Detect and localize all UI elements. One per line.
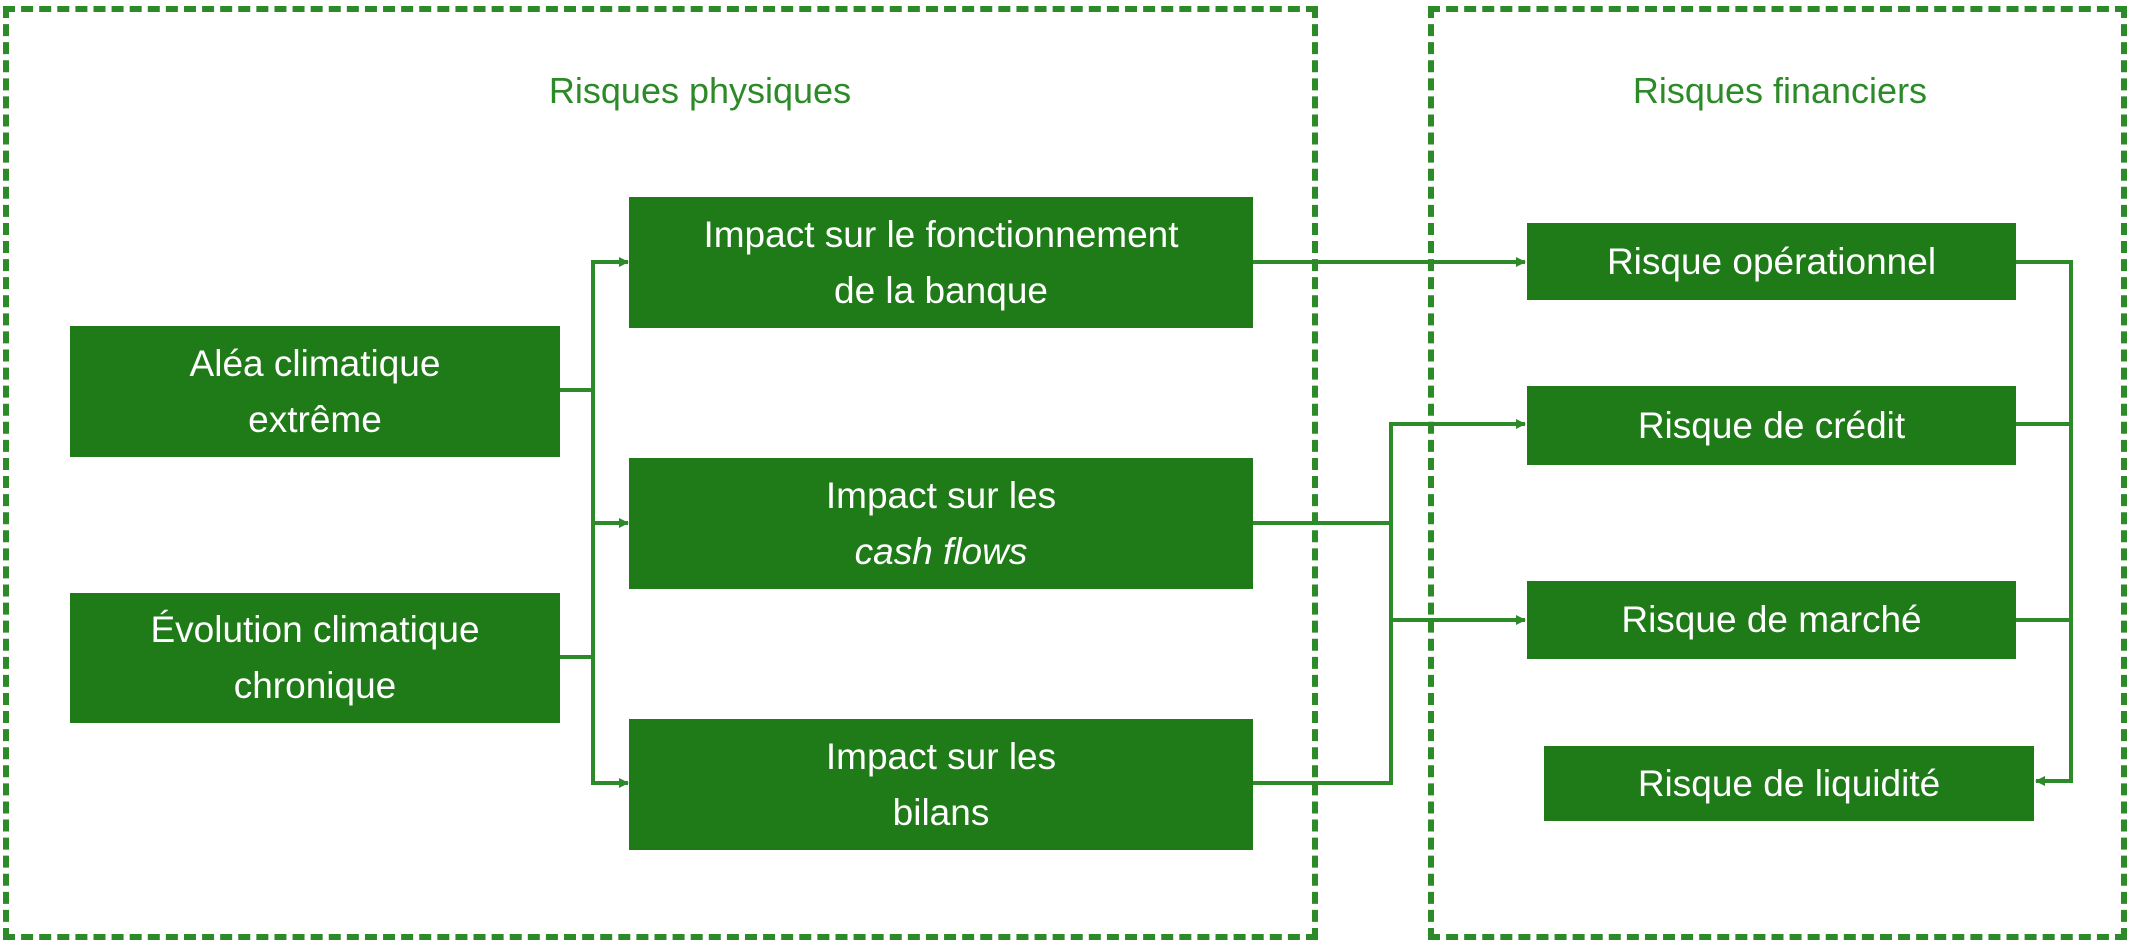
alea-line-2: extrême <box>248 398 382 440</box>
bilans-line-1: Impact sur les <box>825 735 1057 777</box>
bilans-line-2: bilans <box>892 791 990 833</box>
connector-bilans-marche <box>1253 620 1393 785</box>
cashflows-line-1: Impact sur les <box>825 474 1057 516</box>
financial-risks-title: Risques financiers <box>1632 70 1928 111</box>
node-evolution-climatique: Évolution climatique chronique <box>70 593 560 723</box>
alea-line-1: Aléa climatique <box>189 342 441 384</box>
physical-risks-title: Risques physiques <box>548 70 852 111</box>
connector-cashflows-credit <box>1253 419 1526 525</box>
node-impact-cash-flows: Impact sur les cash flows <box>629 458 1253 589</box>
physical-risks-panel <box>3 6 1318 940</box>
node-risque-operationnel: Risque opérationnel <box>1527 223 2016 300</box>
connector-evolution-bilans <box>591 657 629 788</box>
node-impact-fonctionnement: Impact sur le fonctionnement de la banque <box>629 197 1253 328</box>
connector-alea-cashflows <box>591 390 629 528</box>
node-risque-liquidite: Risque de liquidité <box>1544 746 2034 821</box>
evolution-line-1: Évolution climatique <box>150 609 480 650</box>
node-risque-credit: Risque de crédit <box>1527 386 2016 465</box>
connector-evolution-cashflows <box>560 523 595 659</box>
node-risque-marche: Risque de marché <box>1527 581 2016 659</box>
connector-cashflows-marche <box>1389 523 1526 625</box>
connector-alea-fonctionnement <box>560 257 629 392</box>
node-alea-climatique: Aléa climatique extrême <box>70 326 560 457</box>
financial-risks-panel <box>1428 6 2127 940</box>
cashflows-line-2: cash flows <box>854 530 1028 572</box>
connector-operationnel-liquidite <box>2016 260 2073 786</box>
fonctionnement-line-2: de la banque <box>834 269 1048 311</box>
evolution-line-2: chronique <box>233 665 397 706</box>
node-impact-bilans: Impact sur les bilans <box>629 719 1253 850</box>
fonctionnement-line-1: Impact sur le fonctionnement <box>703 213 1179 255</box>
